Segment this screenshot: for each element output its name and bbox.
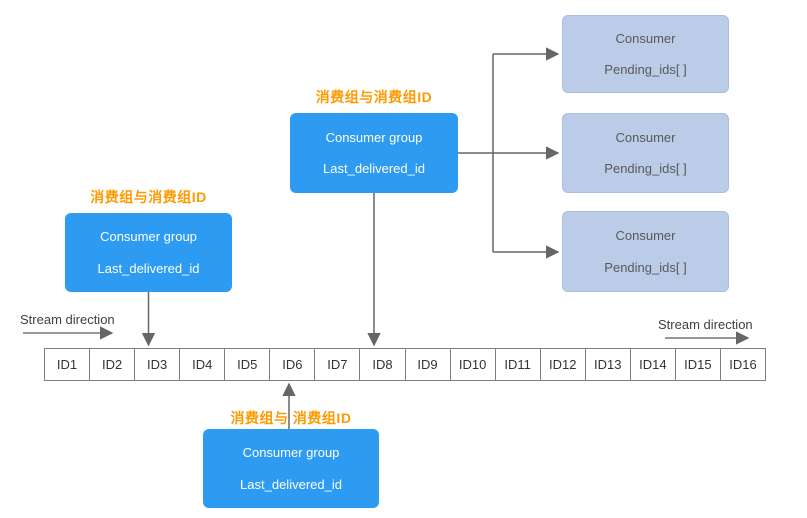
stream-cell: ID11 bbox=[494, 349, 540, 380]
stream-cell: ID7 bbox=[314, 349, 359, 380]
consumer-box: Consumer Pending_ids[ ] bbox=[562, 211, 729, 292]
consumer-group-caption: 消费组与消费组ID bbox=[90, 189, 207, 205]
consumer-group-last-delivered-id: Last_delivered_id bbox=[323, 161, 425, 177]
stream-cell: ID2 bbox=[89, 349, 134, 380]
stream-cell: ID5 bbox=[224, 349, 269, 380]
stream-cell: ID12 bbox=[539, 349, 585, 380]
consumer-title: Consumer bbox=[615, 130, 676, 145]
stream-cell: ID3 bbox=[134, 349, 179, 380]
stream-cell: ID16 bbox=[719, 349, 765, 380]
stream-cell: ID8 bbox=[359, 349, 404, 380]
consumer-title: Consumer bbox=[615, 228, 676, 244]
stream-cell: ID4 bbox=[179, 349, 224, 380]
stream-cell: ID10 bbox=[449, 349, 495, 380]
consumer-group-last-delivered-id: Last_delivered_id bbox=[240, 476, 342, 492]
consumer-group-caption: 消费组与消费组ID bbox=[315, 89, 433, 105]
consumer-group-caption: 消费组与 消费组ID bbox=[230, 410, 352, 426]
stream-strip: ID1 ID2 ID3 ID4 ID5 ID6 ID7 ID8 ID9 ID10… bbox=[44, 348, 766, 381]
stream-cell: ID6 bbox=[269, 349, 314, 380]
stream-cell: ID13 bbox=[584, 349, 630, 380]
consumer-group-title: Consumer group bbox=[325, 129, 423, 145]
stream-cell: ID15 bbox=[674, 349, 720, 380]
stream-cell: ID14 bbox=[629, 349, 675, 380]
consumer-box: Consumer Pending_ids[ ] bbox=[562, 113, 729, 193]
consumer-pending-ids: Pending_ids[ ] bbox=[604, 61, 687, 77]
consumer-group-title: Consumer group bbox=[100, 229, 197, 245]
consumer-title: Consumer bbox=[615, 31, 676, 47]
consumer-pending-ids: Pending_ids[ ] bbox=[604, 259, 687, 275]
consumer-group-box: Consumer group Last_delivered_id bbox=[290, 113, 458, 193]
consumer-group-title: Consumer group bbox=[242, 445, 340, 461]
consumer-group-box: Consumer group Last_delivered_id bbox=[65, 213, 232, 292]
stream-cell: ID9 bbox=[404, 349, 450, 380]
consumer-group-box: Consumer group Last_delivered_id bbox=[203, 429, 379, 508]
stream-cell: ID1 bbox=[56, 357, 78, 372]
stream-direction-label-right: Stream direction bbox=[658, 317, 753, 332]
stream-direction-label-left: Stream direction bbox=[20, 312, 115, 327]
consumer-pending-ids: Pending_ids[ ] bbox=[604, 161, 687, 176]
consumer-group-last-delivered-id: Last_delivered_id bbox=[97, 260, 200, 276]
consumer-box: Consumer Pending_ids[ ] bbox=[562, 15, 729, 93]
